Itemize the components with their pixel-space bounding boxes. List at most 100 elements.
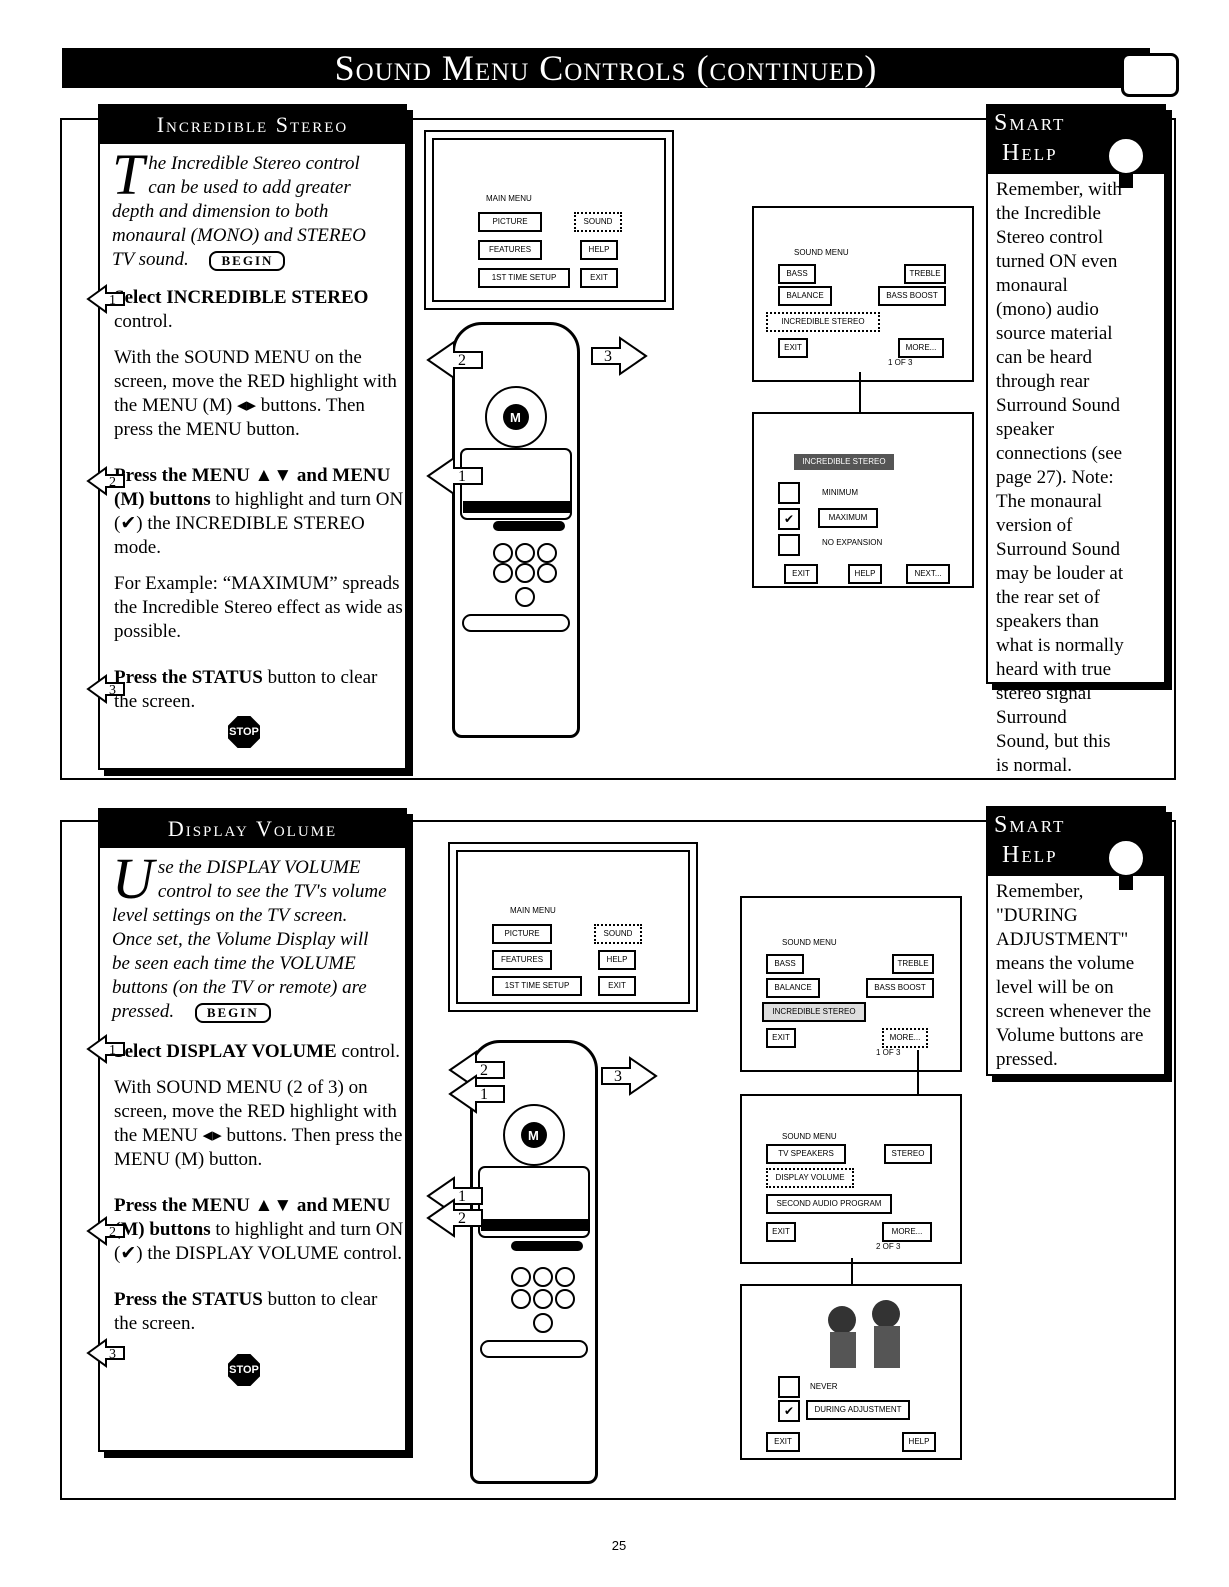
menu-item-balance[interactable]: BALANCE: [778, 286, 832, 306]
menu-item-features[interactable]: FEATURES: [492, 950, 552, 970]
book-icon: [1121, 53, 1179, 97]
begin-badge: BEGIN: [194, 1002, 271, 1023]
smart-help-text: Remember, "DURING ADJUSTMENT" means the …: [996, 881, 1152, 1070]
smart-help-panel: Smart Help Remember, with the Incredible…: [986, 104, 1166, 776]
menu-item-exit[interactable]: EXIT: [766, 1222, 796, 1242]
option-maximum[interactable]: MAXIMUM: [818, 508, 878, 528]
checkbox-maximum[interactable]: ✔: [778, 508, 800, 530]
step-title-rest: control.: [336, 1041, 401, 1062]
menu-item-treble[interactable]: TREBLE: [892, 954, 934, 974]
menu-title: MAIN MENU: [510, 906, 556, 915]
step-3-marker-icon: 3: [86, 674, 125, 704]
display-volume-option-screen: NEVER ✔ DURING ADJUSTMENT EXIT HELP: [740, 1284, 962, 1460]
svg-text:2: 2: [458, 1210, 466, 1227]
menu-item-setup[interactable]: 1ST TIME SETUP: [478, 268, 570, 288]
menu-item-more[interactable]: MORE...: [898, 338, 944, 358]
menu-item-help[interactable]: HELP: [580, 240, 618, 260]
section-display-volume: [60, 820, 1176, 1500]
option-minimum: MINIMUM: [822, 488, 858, 497]
svg-text:2: 2: [109, 1225, 116, 1240]
exit-button[interactable]: EXIT: [766, 1432, 800, 1452]
checkbox-during-adjustment[interactable]: ✔: [778, 1400, 800, 1422]
menu-page: 1 OF 3: [876, 1048, 901, 1057]
main-menu-screen: MAIN MENU PICTURE SOUND FEATURES HELP 1S…: [448, 842, 698, 1012]
page-number: 25: [611, 1538, 627, 1553]
help-button[interactable]: HELP: [902, 1432, 936, 1452]
menu-item-bass[interactable]: BASS: [778, 264, 816, 284]
svg-text:3: 3: [109, 1347, 116, 1362]
smart-help-heading: Smart Help: [988, 106, 1164, 188]
sound-menu-2-screen: SOUND MENU TV SPEAKERS STEREO DISPLAY VO…: [740, 1094, 962, 1264]
step-3: Press the STATUS button to clear the scr…: [100, 1288, 405, 1336]
step-title-rest: to highlight and turn ON (✔) the DISPLAY…: [114, 1219, 404, 1264]
menu-item-features[interactable]: FEATURES: [478, 240, 542, 260]
svg-text:1: 1: [480, 1086, 488, 1103]
menu-item-more[interactable]: MORE...: [882, 1222, 932, 1242]
menu-page: 2 OF 3: [876, 1242, 901, 1251]
svg-text:2: 2: [458, 352, 466, 369]
svg-text:3: 3: [614, 1068, 622, 1085]
step-2-remote-marker-icon: 2: [426, 340, 483, 380]
menu-item-treble[interactable]: TREBLE: [904, 264, 946, 284]
svg-text:3: 3: [604, 348, 612, 365]
step-2: Press the MENU ▲▼ and MENU (M) buttons t…: [100, 1194, 405, 1266]
smart-help-heading: Smart Help: [988, 808, 1164, 890]
menu-item-setup[interactable]: 1ST TIME SETUP: [492, 976, 582, 996]
menu-item-incredible-stereo[interactable]: INCREDIBLE STEREO: [766, 312, 880, 332]
menu-page: 1 OF 3: [888, 358, 913, 367]
checkbox-never[interactable]: [778, 1376, 800, 1398]
stop-icon: STOP: [228, 716, 260, 748]
next-button[interactable]: NEXT...: [906, 564, 950, 584]
stop-icon: STOP: [228, 1354, 260, 1386]
step-body: With SOUND MENU (2 of 3) on screen, move…: [114, 1077, 403, 1170]
dropcap: U: [112, 846, 154, 911]
menu-item-sound[interactable]: SOUND: [574, 212, 622, 232]
menu-item-balance[interactable]: BALANCE: [766, 978, 820, 998]
help-title-smart: Smart: [994, 110, 1066, 136]
section-heading: Display Volume: [100, 810, 405, 848]
menu-item-exit[interactable]: EXIT: [778, 338, 808, 358]
exit-button[interactable]: EXIT: [784, 564, 818, 584]
menu-item-display-volume[interactable]: DISPLAY VOLUME: [766, 1168, 854, 1188]
menu-item-more[interactable]: MORE...: [882, 1028, 928, 1048]
menu-item-bass-boost[interactable]: BASS BOOST: [878, 286, 946, 306]
step-2-marker-icon: 2: [86, 466, 125, 496]
remote-control: M: [452, 322, 580, 738]
menu-item-picture[interactable]: PICTURE: [478, 212, 542, 232]
help-title-help: Help: [1002, 140, 1058, 166]
menu-title: MAIN MENU: [486, 194, 532, 203]
menu-item-help[interactable]: HELP: [598, 950, 636, 970]
lightbulb-icon: [1107, 839, 1145, 890]
menu-item-sound[interactable]: SOUND: [594, 924, 642, 944]
menu-item-bass[interactable]: BASS: [766, 954, 804, 974]
menu-item-tv-speakers[interactable]: TV SPEAKERS: [766, 1144, 846, 1164]
menu-item-exit[interactable]: EXIT: [580, 268, 618, 288]
menu-item-exit[interactable]: EXIT: [766, 1028, 796, 1048]
step-title-rest: control.: [114, 311, 173, 332]
step-1: Select INCREDIBLE STEREO control. With t…: [100, 286, 405, 442]
menu-item-bass-boost[interactable]: BASS BOOST: [866, 978, 934, 998]
step-title: Press the MENU ▲▼ and MENU (M) buttons: [114, 1195, 391, 1240]
svg-text:3: 3: [109, 683, 116, 698]
help-button[interactable]: HELP: [848, 564, 882, 584]
checkbox-no-expansion[interactable]: [778, 534, 800, 556]
menu-item-exit[interactable]: EXIT: [598, 976, 636, 996]
remote-control: M: [470, 1040, 598, 1484]
figures-illustration: [828, 1300, 900, 1368]
option-during-adjustment[interactable]: DURING ADJUSTMENT: [806, 1400, 910, 1420]
svg-text:1: 1: [458, 1188, 466, 1205]
option-never: NEVER: [810, 1382, 838, 1391]
menu-title: SOUND MENU: [794, 248, 849, 257]
menu-item-incredible-stereo[interactable]: INCREDIBLE STEREO: [762, 1002, 866, 1022]
menu-item-second-audio-program[interactable]: SECOND AUDIO PROGRAM: [766, 1194, 892, 1214]
checkbox-minimum[interactable]: [778, 482, 800, 504]
step-title: Select DISPLAY VOLUME: [114, 1041, 337, 1062]
step-1-remote-marker-icon: 1: [448, 1074, 505, 1114]
step-body: With the SOUND MENU on the screen, move …: [114, 347, 397, 440]
menu-item-picture[interactable]: PICTURE: [492, 924, 552, 944]
svg-text:2: 2: [480, 1062, 488, 1079]
menu-item-stereo[interactable]: STEREO: [884, 1144, 932, 1164]
option-title: INCREDIBLE STEREO: [794, 454, 894, 470]
